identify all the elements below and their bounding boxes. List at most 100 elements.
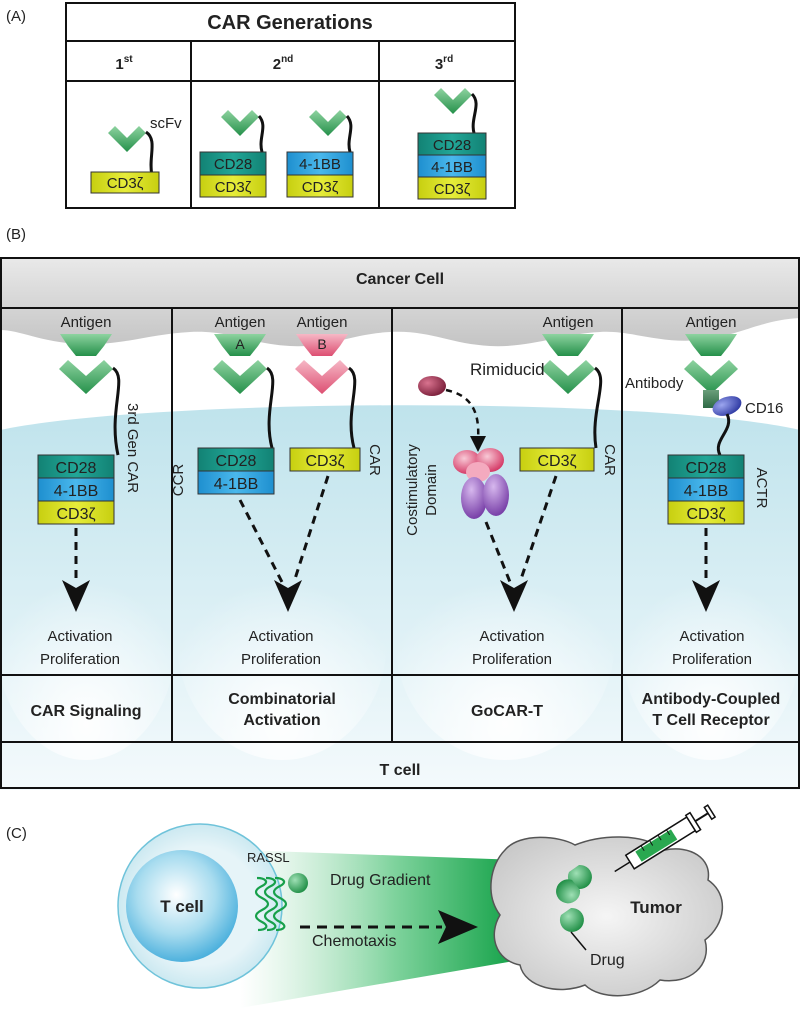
costimulatory-label-2: Domain [423, 464, 440, 516]
arrow-icon [692, 580, 720, 612]
antigen-a-letter: A [235, 336, 245, 352]
antigen-icon [685, 334, 737, 356]
cd28-domain: CD28 [686, 460, 727, 477]
antigen-b-label: Antigen [297, 314, 348, 331]
antigen-icon [60, 334, 112, 356]
41bb-domain: 4-1BB [299, 156, 341, 173]
antigen-label: Antigen [543, 314, 594, 331]
gen2-car-41bb: 4-1BB CD3ζ [286, 110, 354, 198]
cd28-domain: CD28 [216, 453, 257, 470]
chemotaxis-arrow-icon [438, 910, 478, 944]
panel-b-letter: (B) [6, 226, 26, 243]
col-car-signaling: Antigen CD28 4-1BB CD3ζ 3rd Gen CAR Acti… [30, 314, 141, 720]
panel-c: (C) T cell RASSL Drug Gradient Chemotaxi… [6, 804, 723, 1008]
scfv-icon [309, 110, 347, 136]
rassl-receptor-icon [254, 876, 270, 932]
activation-label: Activation [248, 628, 313, 645]
cd3z-domain: CD3ζ [302, 179, 339, 196]
41bb-domain: 4-1BB [214, 476, 258, 493]
scfv-icon [221, 110, 259, 136]
cd28-domain: CD28 [433, 137, 471, 154]
41bb-domain: 4-1BB [431, 159, 473, 176]
footer-gocar-t: GoCAR-T [471, 703, 543, 720]
cd3z-domain: CD3ζ [305, 453, 344, 470]
scfv-icon [434, 88, 472, 114]
antigen-b-letter: B [317, 336, 326, 352]
cd3z-domain: CD3ζ [56, 506, 95, 523]
gen-2-header: 2nd [273, 54, 294, 73]
car-label: CAR [366, 444, 383, 476]
table-title: CAR Generations [207, 12, 373, 34]
activation-label: Activation [479, 628, 544, 645]
antibody-label: Antibody [625, 375, 684, 392]
scfv-b-icon [295, 360, 349, 394]
t-cell-label: T cell [160, 897, 203, 916]
gen3-car: CD28 4-1BB CD3ζ [417, 88, 487, 200]
proliferation-label: Proliferation [672, 651, 752, 668]
cancer-cell-membrane [0, 258, 800, 347]
col-combinatorial: Antigen Antigen A B CD28 4-1BB CD3ζ CCR … [170, 314, 383, 729]
bound-drug-icon [288, 873, 308, 893]
panel-a-letter: (A) [6, 8, 26, 25]
footer-car-signaling: CAR Signaling [30, 703, 141, 720]
41bb-domain: 4-1BB [54, 483, 98, 500]
costimulatory-domain-icon [461, 477, 487, 519]
panel-c-letter: (C) [6, 825, 27, 842]
proliferation-label: Proliferation [472, 651, 552, 668]
3rd-gen-car-label: 3rd Gen CAR [124, 403, 141, 493]
rimiducid-label: Rimiducid [470, 360, 545, 379]
cd3z-domain: CD3ζ [434, 181, 471, 198]
drug-gradient [240, 850, 520, 1008]
col-actr: Antigen Antibody CD16 CD28 4-1BB CD3ζ AC… [625, 314, 783, 729]
activation-label: Activation [47, 628, 112, 645]
arrow-icon [500, 580, 528, 612]
scfv-icon [541, 360, 595, 394]
t-cell-nucleus [126, 850, 238, 962]
syringe-icon [614, 804, 717, 873]
antigen-b-icon [296, 334, 348, 356]
gen-1-header: 1st [115, 54, 133, 73]
footer-combinatorial-2: Activation [243, 712, 320, 729]
col-gocar-t: Antigen CD3ζ CAR Rimiducid Costimulatory… [404, 314, 618, 720]
tumor-icon [490, 836, 723, 997]
rassl-label: RASSL [247, 850, 290, 865]
antigen-label: Antigen [61, 314, 112, 331]
chemotaxis-label: Chemotaxis [312, 933, 396, 950]
antigen-icon [542, 334, 594, 356]
cd28-domain: CD28 [214, 156, 252, 173]
antigen-label: Antigen [686, 314, 737, 331]
arrow-icon [274, 580, 302, 612]
antigen-a-label: Antigen [215, 314, 266, 331]
tumor-label: Tumor [630, 898, 682, 917]
footer-combinatorial-1: Combinatorial [228, 691, 336, 708]
scfv-icon [108, 126, 146, 152]
scfv-a-icon [213, 360, 267, 394]
costimulatory-label-1: Costimulatory [404, 444, 421, 536]
panel-a: (A) CAR Generations 1st 2nd 3rd scFv CD3… [6, 2, 516, 209]
cd3z-domain: CD3ζ [686, 506, 725, 523]
footer-actr-2: T Cell Receptor [652, 712, 769, 729]
rimiducid-icon [418, 376, 446, 396]
cancer-cell-label: Cancer Cell [356, 271, 444, 288]
activation-label: Activation [679, 628, 744, 645]
41bb-domain: 4-1BB [684, 483, 728, 500]
cd28-domain: CD28 [56, 460, 97, 477]
scfv-icon [59, 360, 113, 394]
gen2-car-cd28: CD28 CD3ζ [199, 110, 267, 198]
gen-3-header: 3rd [435, 54, 453, 73]
drug-gradient-label: Drug Gradient [330, 872, 431, 889]
actr-label: ACTR [753, 468, 770, 509]
proliferation-label: Proliferation [40, 651, 120, 668]
t-cell-label: T cell [380, 762, 421, 779]
gen1-car: scFv CD3ζ [90, 115, 182, 194]
cd3z-domain: CD3ζ [107, 175, 144, 192]
proliferation-label: Proliferation [241, 651, 321, 668]
panel-b: (B) Cancer Cell T cell Antigen CD28 4-1B [0, 226, 800, 790]
cd3z-domain: CD3ζ [537, 453, 576, 470]
arrow-icon [62, 580, 90, 612]
antibody-fab-icon [684, 360, 738, 394]
antigen-a-icon [214, 334, 266, 356]
drug-label: Drug [590, 952, 625, 969]
car-label: CAR [601, 444, 618, 476]
ccr-label: CCR [170, 464, 187, 497]
